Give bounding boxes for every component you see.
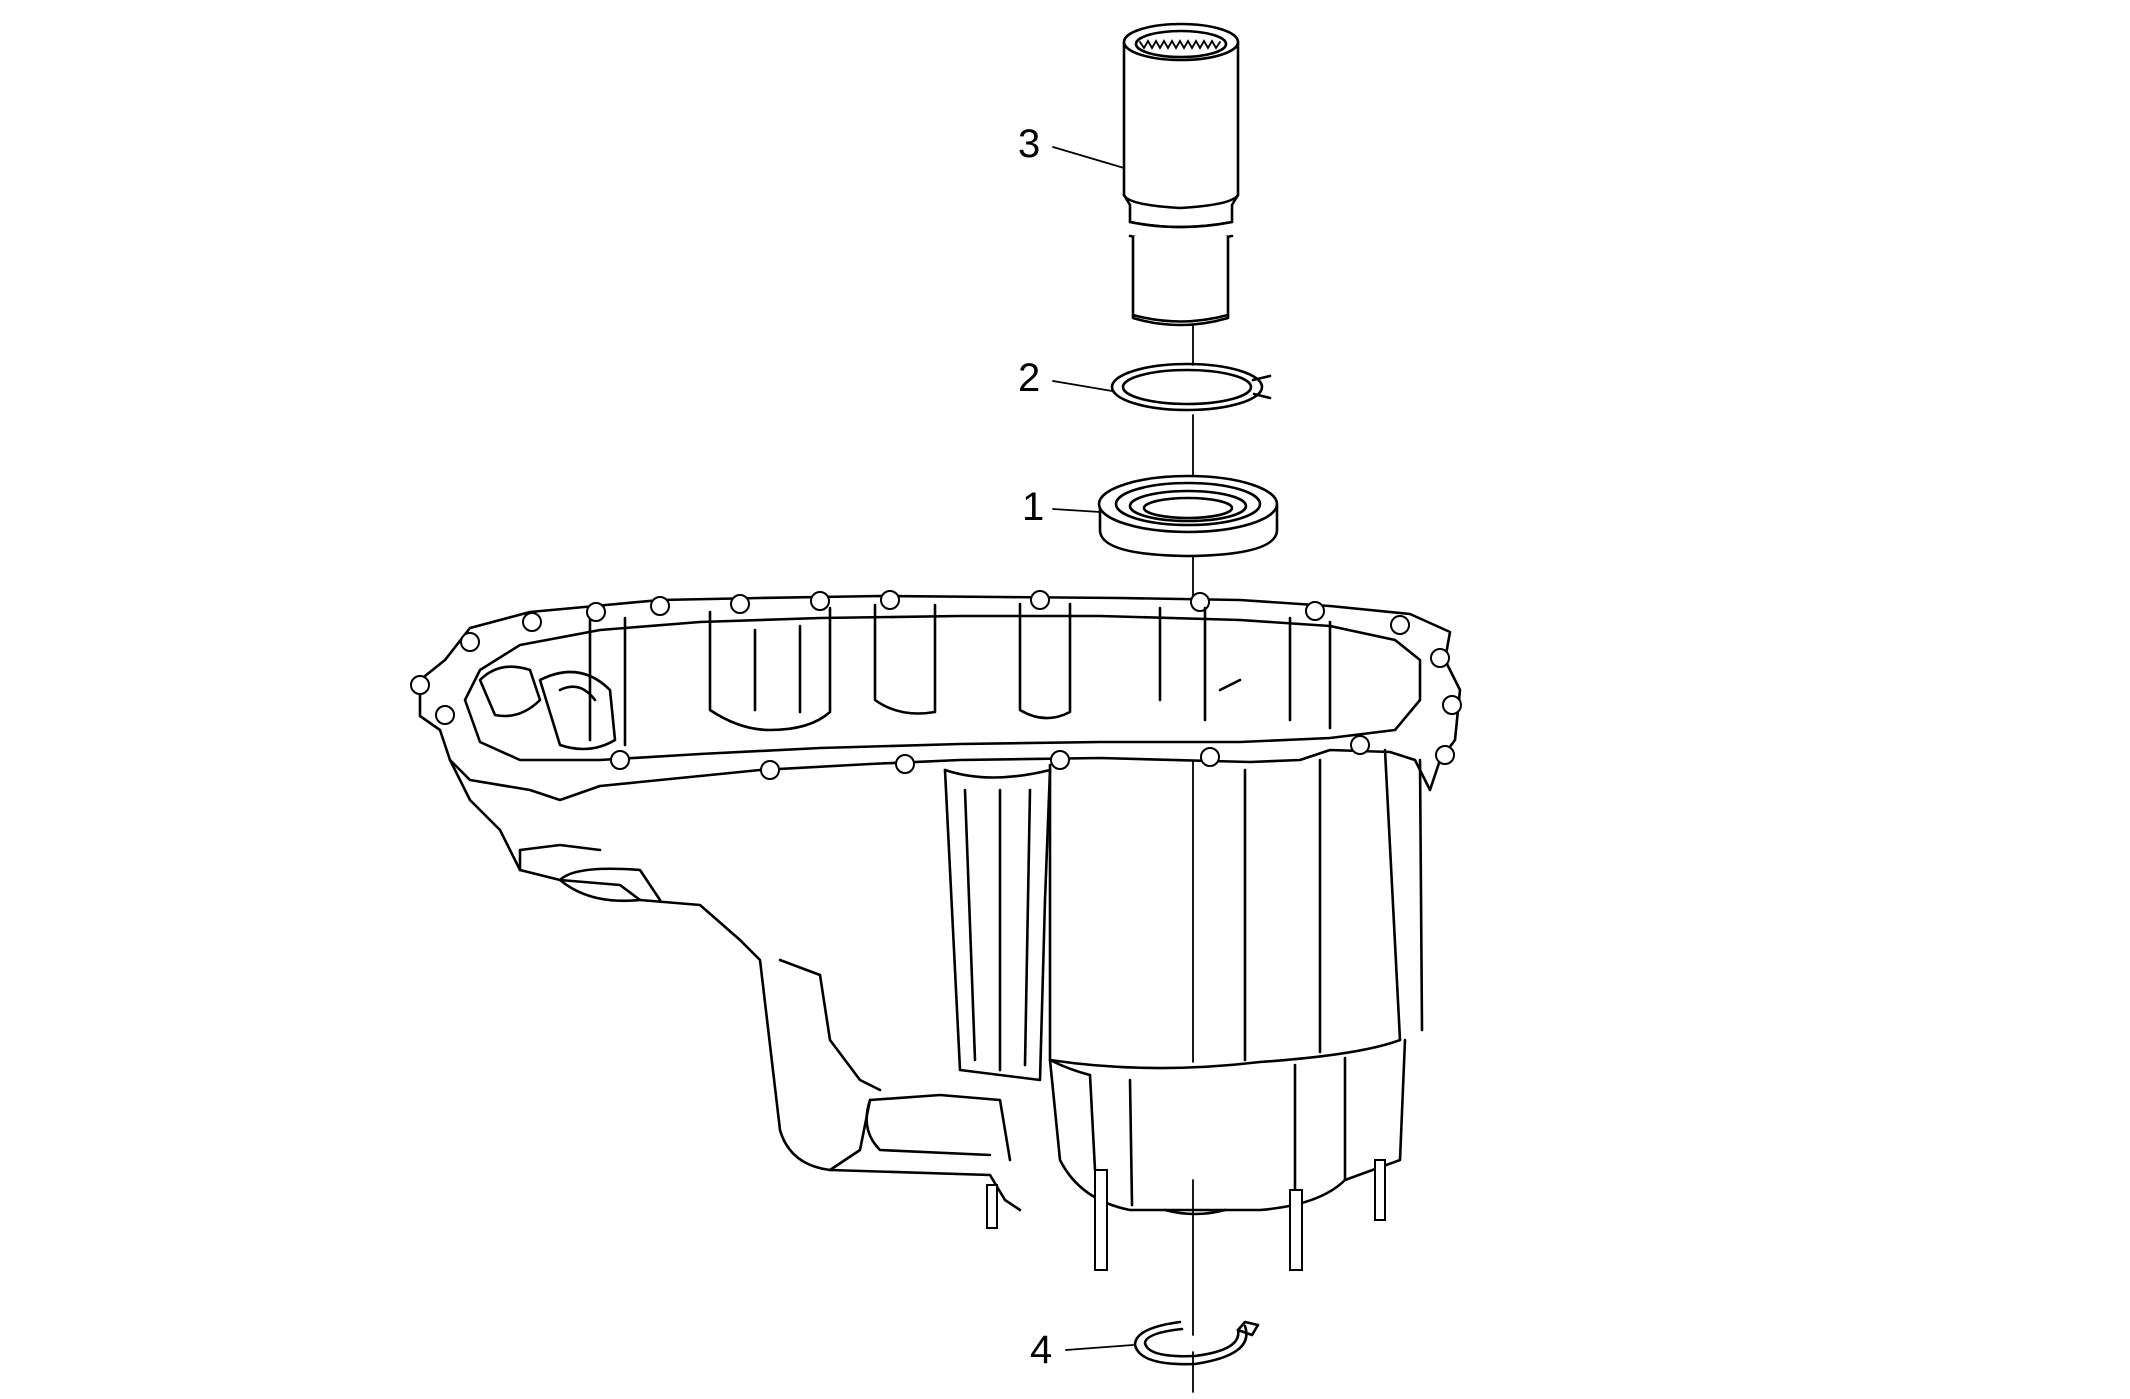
leader-line-4: [1065, 1344, 1134, 1351]
transfer-case-housing: [410, 590, 1462, 1271]
leader-line-2: [1052, 380, 1113, 392]
output-shaft-sleeve: [1122, 22, 1240, 327]
leader-line-3: [1052, 146, 1125, 169]
callout-4: 4: [1030, 1328, 1053, 1372]
snap-ring-lower: [1133, 1320, 1260, 1366]
callout-3: 3: [1018, 122, 1041, 166]
callout-1: 1: [1022, 485, 1045, 529]
snap-ring-upper: [1110, 362, 1272, 412]
leader-lines: [1052, 146, 1134, 1351]
leader-line-1: [1052, 508, 1101, 513]
bearing: [1097, 474, 1279, 558]
callout-2: 2: [1018, 356, 1041, 400]
